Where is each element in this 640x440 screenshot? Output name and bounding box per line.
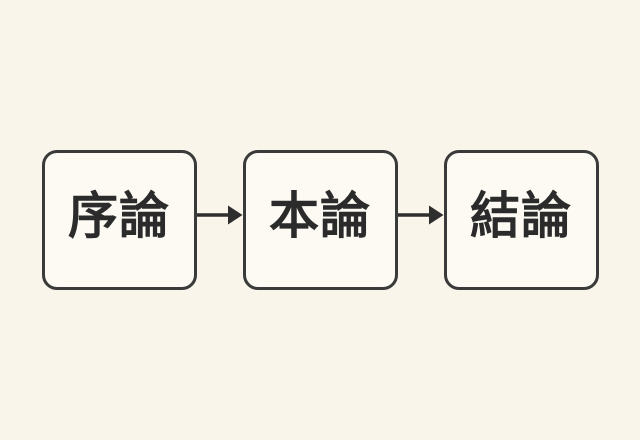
flow-node-introduction: 序論 [41, 150, 197, 290]
flow-node-conclusion: 結論 [443, 150, 599, 290]
arrow-right-icon [196, 205, 242, 225]
arrow-right-icon [397, 205, 443, 225]
node-label-conclusion: 結論 [470, 188, 572, 244]
node-label-introduction: 序論 [68, 188, 170, 244]
flow-node-body: 本論 [242, 150, 398, 290]
flow-diagram: 序論 本論 結論 [41, 150, 599, 290]
node-label-body: 本論 [269, 188, 371, 244]
